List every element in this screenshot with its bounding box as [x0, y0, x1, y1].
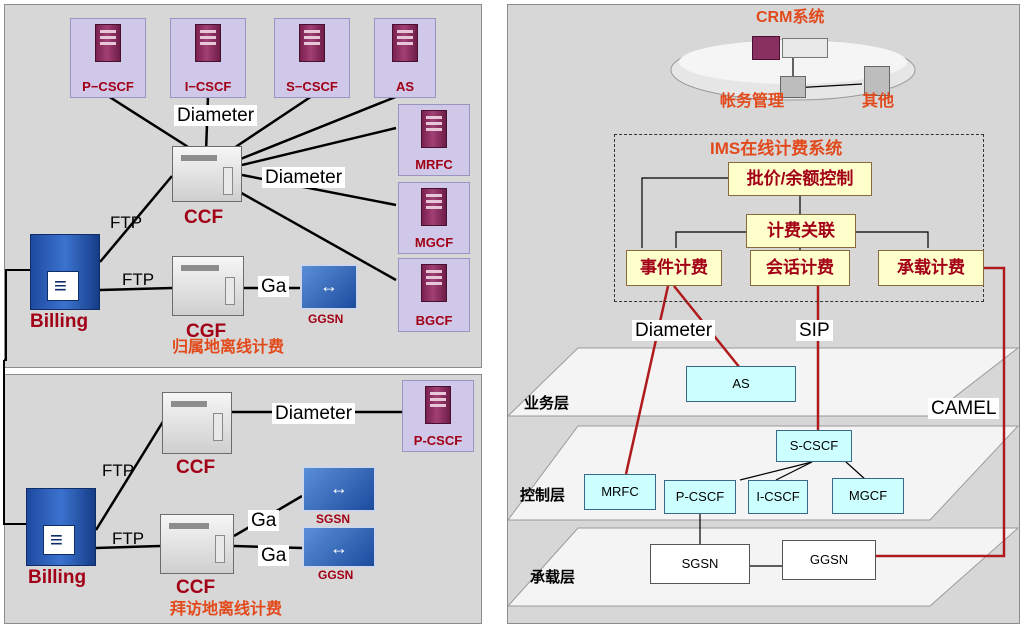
server-tower-icon [95, 24, 121, 62]
billing-database-icon [30, 234, 100, 310]
ims-online-charging-title: IMS在线计费系统 [710, 139, 843, 158]
i-cscf-node: I-CSCF [748, 480, 808, 514]
home-offline-caption: 归属地离线计费 [172, 339, 285, 356]
s-cscf-label: S−CSCF [286, 79, 338, 94]
as-server: AS [374, 18, 436, 98]
diameter-link-label: Diameter [272, 403, 356, 424]
mgcf-server: MGCF [398, 182, 470, 254]
bgcf-label: BGCF [415, 313, 453, 328]
i-cscf-server: I−CSCF [170, 18, 246, 98]
s-cscf-server: S−CSCF [274, 18, 350, 98]
ccf-label: CCF [176, 457, 216, 478]
ggsn-label: GGSN [318, 568, 354, 582]
network-router-icon [300, 264, 358, 310]
ggsn-node: GGSN [782, 540, 876, 580]
ftp-link-label: FTP [122, 270, 155, 289]
other-label: 其他 [862, 93, 895, 110]
mrfc-label: MRFC [415, 157, 453, 172]
billing-label: Billing [28, 567, 87, 588]
ccf-label: CCF [184, 207, 224, 228]
server-tower-icon [421, 188, 447, 226]
as-label: AS [395, 79, 415, 94]
diameter-link-label: Diameter [632, 320, 716, 341]
p-cscf-label: P−CSCF [82, 79, 134, 94]
bearer-layer-label: 承载层 [530, 569, 576, 586]
ftp-link-label: FTP [112, 529, 145, 548]
charging-server-icon [172, 256, 244, 316]
sgsn-node: SGSN [650, 544, 750, 584]
billing-database-icon [26, 488, 96, 566]
ims-online-charging-frame [614, 134, 984, 302]
sgsn-label: SGSN [316, 512, 351, 526]
billing-label: Billing [30, 311, 89, 332]
charging-server-icon [162, 392, 232, 454]
ggsn-label: GGSN [308, 312, 344, 326]
p-cscf-server: P-CSCF [402, 380, 474, 452]
as-node: AS [686, 366, 796, 402]
charging-server-icon [160, 514, 234, 574]
mgcf-node: MGCF [832, 478, 904, 514]
online-charging-panel [507, 4, 1020, 624]
diameter-link-label: Diameter [174, 105, 258, 126]
server-tower-icon [421, 110, 447, 148]
p-cscf-server: P−CSCF [70, 18, 146, 98]
server-tower-icon [392, 24, 418, 62]
network-router-icon [302, 466, 376, 512]
visited-offline-caption: 拜访地离线计费 [170, 601, 283, 618]
bearer-charging-box: 承载计费 [878, 250, 984, 286]
session-charging-box: 会话计费 [750, 250, 850, 286]
mrfc-node: MRFC [584, 474, 656, 510]
ga-link-label: Ga [258, 545, 290, 566]
s-cscf-node: S-CSCF [776, 430, 852, 462]
p-cscf-label: P-CSCF [413, 433, 463, 448]
control-layer-label: 控制层 [520, 487, 566, 504]
crm-system-title: CRM系统 [756, 9, 825, 26]
account-management-label: 帐务管理 [720, 93, 785, 110]
sip-link-label: SIP [796, 320, 833, 341]
diameter-link-label: Diameter [262, 167, 346, 188]
ga-link-label: Ga [258, 276, 290, 297]
p-cscf-node: P-CSCF [664, 480, 736, 514]
server-tower-icon [425, 386, 451, 424]
ftp-link-label: FTP [102, 461, 135, 480]
i-cscf-label: I−CSCF [184, 79, 232, 94]
event-charging-box: 事件计费 [626, 250, 722, 286]
service-layer-label: 业务层 [524, 395, 570, 412]
mrfc-server: MRFC [398, 104, 470, 176]
bgcf-server: BGCF [398, 258, 470, 332]
server-tower-icon [195, 24, 221, 62]
ccf-label: CCF [176, 577, 216, 598]
cgf-label: CGF [186, 321, 227, 342]
crm-platform-icon [864, 66, 890, 96]
charging-correlation-box: 计费关联 [746, 214, 856, 248]
camel-link-label: CAMEL [928, 398, 1000, 419]
server-tower-icon [421, 264, 447, 302]
mgcf-label: MGCF [414, 235, 454, 250]
crm-platform-icon [752, 36, 780, 60]
bearer-layer-plane [506, 527, 1020, 607]
ga-link-label: Ga [248, 510, 280, 531]
crm-platform-icon [782, 38, 828, 58]
server-tower-icon [299, 24, 325, 62]
network-router-icon [302, 526, 376, 568]
ftp-link-label: FTP [110, 213, 143, 232]
crm-platform-icon [780, 76, 806, 98]
rating-balance-control-box: 批价/余额控制 [728, 162, 872, 196]
charging-server-icon [172, 146, 242, 202]
